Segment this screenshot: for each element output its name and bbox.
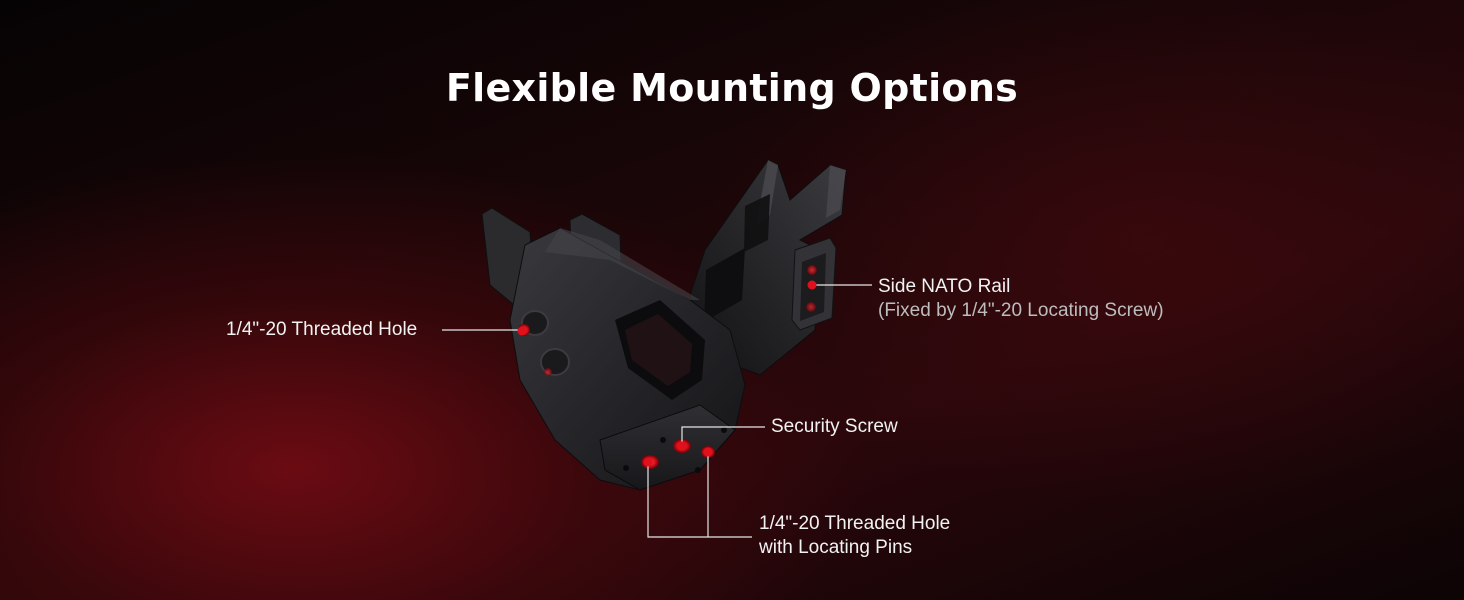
callout-lines bbox=[442, 280, 872, 538]
callout-threaded-hole-pins-line1: 1/4"-20 Threaded Hole bbox=[759, 513, 951, 534]
callout-security-screw: Security Screw bbox=[771, 416, 898, 437]
callout-threaded-hole-pins-line2: with Locating Pins bbox=[759, 537, 913, 558]
callout-threaded-hole: 1/4"-20 Threaded Hole bbox=[226, 319, 418, 340]
callout-side-nato-rail: Side NATO Rail bbox=[878, 276, 1011, 297]
left-mount bbox=[481, 207, 746, 491]
callout-side-nato-rail-note: (Fixed by 1/4"-20 Locating Screw) bbox=[878, 300, 1164, 321]
page-title: Flexible Mounting Options bbox=[445, 66, 1019, 110]
